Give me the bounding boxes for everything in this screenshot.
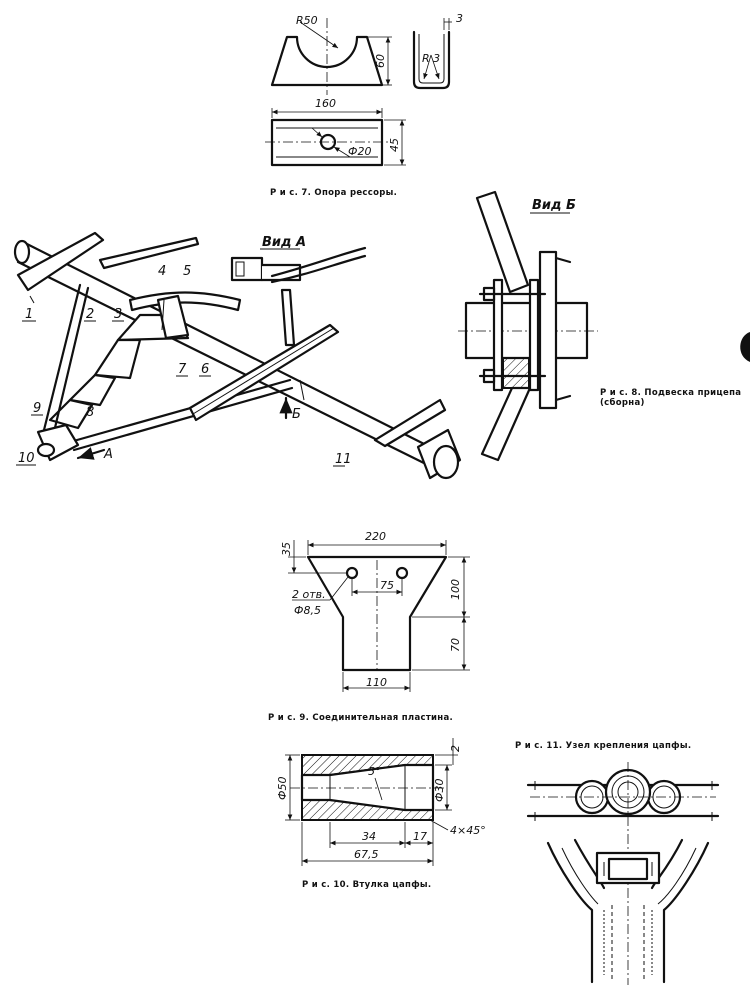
fig9-dim-100: 100: [449, 579, 462, 600]
fig7-dim-3: 3: [456, 12, 463, 25]
fig8-caption-line2: (сборна): [600, 397, 645, 408]
fig10-dim-d50: Ф50: [276, 777, 289, 800]
fig10-dim-d30: Ф30: [433, 779, 446, 802]
fig9-connecting-plate: 220 35 75 100 70 110 2 отв. Ф8,5 Р и с. …: [268, 530, 470, 723]
fig9-dim-35: 35: [280, 542, 293, 556]
fig11-axle-mount: Р и с. 11. Узел крепления цапфы.: [515, 741, 720, 985]
fig10-dim-675: 67,5: [354, 848, 379, 861]
view-b-label: Вид Б: [532, 198, 576, 213]
fig10-caption: Р и с. 10. Втулка цапфы.: [302, 880, 431, 890]
part-label-10: 10: [18, 451, 35, 466]
fig7-dim-60: 60: [374, 54, 387, 68]
part-label-8: 8: [86, 405, 94, 420]
fig10-dim-chamfer: 4×45°: [450, 824, 486, 837]
part-label-9: 9: [33, 401, 41, 416]
fig7-dim-r50: R50: [296, 14, 318, 27]
fig7-dim-d20: Ф20: [348, 145, 371, 158]
fig7-dim-r3: R 3: [422, 52, 440, 65]
part-label-4: 4: [158, 264, 166, 279]
part-label-7: 7: [178, 362, 187, 377]
arrow-b-label: Б: [292, 407, 301, 422]
fig10-dim-5deg: 5°: [368, 765, 381, 778]
arrow-a-label: А: [103, 447, 113, 462]
part-label-3: 3: [114, 307, 122, 322]
fig10-dim-17: 17: [413, 830, 427, 843]
fig9-dim-220: 220: [365, 530, 386, 543]
fig9-holes-count: 2 отв.: [292, 588, 326, 601]
fig9-dim-70: 70: [449, 638, 462, 652]
fig9-dim-110: 110: [366, 676, 387, 689]
fig9-dim-75: 75: [380, 579, 394, 592]
fig7-spring-support: R50 60 3 R 3 160 45 Ф20 Р и с. 7. Опора …: [265, 12, 463, 198]
part-label-11: 11: [335, 452, 352, 467]
view-a-label: Вид А: [262, 235, 306, 250]
fig8-caption-line1: Р и с. 8. Подвеска прицепа: [600, 388, 741, 398]
fig10-axle-bushing: 5° Ф50 Ф30 2 4×45° 34 17 67,5 Р и с. 10.…: [276, 738, 486, 890]
fig10-dim-2: 2: [449, 745, 462, 752]
part-label-2: 2: [86, 307, 94, 322]
fig10-dim-34: 34: [362, 830, 376, 843]
fig7-dim-160: 160: [315, 97, 336, 110]
part-label-1: 1: [25, 307, 33, 322]
fig7-caption: Р и с. 7. Опора рессоры.: [270, 188, 397, 198]
fig8-suspension-detail: Вид Б Р и с. 8. Подвеска прицепа (сборна…: [458, 190, 741, 462]
fig9-holes-diameter: Ф8,5: [294, 604, 321, 617]
fig9-caption: Р и с. 9. Соединительная пластина.: [268, 713, 453, 723]
fig11-caption: Р и с. 11. Узел крепления цапфы.: [515, 741, 691, 751]
part-label-6: 6: [201, 362, 209, 377]
fig7-dim-45: 45: [388, 138, 401, 152]
suspension-assembly-view: Вид А 1 2 3 4 5 7 6 8 9 10 11 А Б: [13, 231, 462, 480]
part-label-5: 5: [183, 264, 191, 279]
page-edge-mark: [740, 332, 750, 362]
